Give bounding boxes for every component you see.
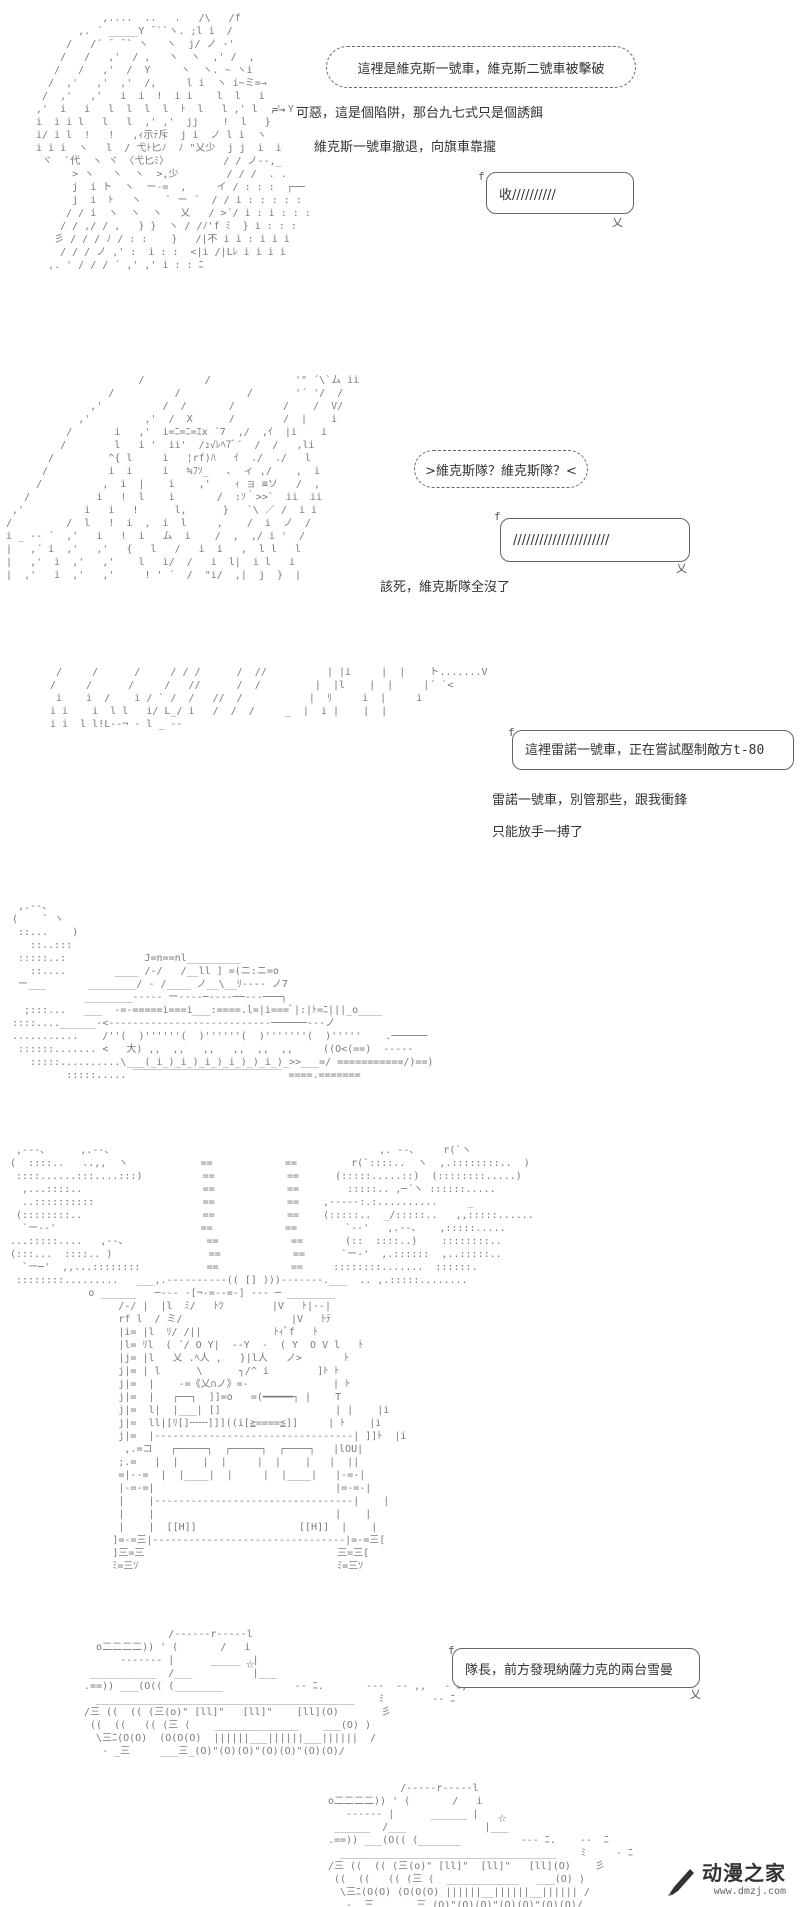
speech-burst: 這裡是維克斯一號車，維克斯二號車被擊破 (326, 46, 636, 88)
speech-tail: 乂 (676, 562, 687, 575)
bubble-text: 收////////// (499, 187, 556, 203)
watermark-url: www.dmzj.com (713, 1886, 786, 1897)
dialogue-line: 可惡，這是個陷阱，那台九七式只是個誘餌 (296, 106, 544, 121)
ascii-art-sherman-tank-second: /‐‐‐‐‐r‐‐‐‐‐l o二二二二)) ' ( / i ‐‐‐‐‐‐ | _… (328, 1783, 634, 1907)
star-emblem: ☆ (498, 1810, 507, 1826)
panel-3: / / / / / / / // | |i | | ト.......V / / … (0, 650, 800, 890)
speech-tail: 乂 (612, 216, 623, 229)
brush-logo-icon (668, 1869, 694, 1896)
speech-bubble: ////////////////////// (500, 518, 690, 562)
panel-6: /‐‐‐‐‐‐r‐‐‐‐‐l o二二二二)) ' ( / i ‐‐‐‐‐‐‐ |… (0, 1600, 800, 1907)
ascii-art-sherman-tanks: /‐‐‐‐‐‐r‐‐‐‐‐l o二二二二)) ' ( / i ‐‐‐‐‐‐‐ |… (84, 1629, 467, 1757)
star-emblem: ☆ (246, 1656, 255, 1672)
speech-tail: f (494, 510, 501, 523)
ascii-art-tank-front: ,-‐‐、 ,.-‐、 ,. -‐、 r(`ヽ ( ::::.. ..,, ヽ … (10, 1145, 534, 1572)
speech-tail: f (508, 726, 515, 739)
speech-burst: >維克斯隊？維克斯隊？< (414, 450, 588, 488)
dialogue-line: 該死，維克斯隊全沒了 (380, 580, 511, 595)
dialogue-line: 維克斯一號車撤退，向旗車靠攏 (314, 140, 497, 155)
speech-tail: f (478, 170, 485, 183)
speech-bubble: 隊長，前方發現納薩力克的兩台雪曼 (452, 1648, 700, 1688)
panel-4: ,.-‐、 ( ` ヽ ::... ) ::..::: :::::..: J=n… (0, 890, 800, 1130)
speech-tail: f (448, 1644, 455, 1657)
bubble-text: 隊長，前方發現納薩力克的兩台雪曼 (465, 1662, 674, 1678)
dialogue-line: 只能放手一搏了 (492, 825, 584, 840)
panel-5: ,-‐‐、 ,.-‐、 ,. -‐、 r(`ヽ ( ::::.. ..,, ヽ … (0, 1130, 800, 1600)
ascii-art-girl-profile: ,.... .. . /\ /f ,. ´ _____Y ̄ ``ヽ. ;l i… (36, 13, 311, 271)
speech-bubble: 這裡雷諾一號車，正在嘗試壓制敵方t-80 (512, 730, 794, 770)
panel-2: / / '" ´\`ム ii / / / '´ '/ / ,' / / / / … (0, 360, 800, 650)
dialogue-line: 雷諾一號車，別管那些，跟我衝鋒 (492, 793, 688, 808)
bubble-text: ////////////////////// (513, 532, 610, 548)
ascii-art-tank: ,.-‐、 ( ` ヽ ::... ) ::..::: :::::..: J=n… (12, 901, 434, 1081)
burst-text: >維克斯隊？維克斯隊？< (425, 463, 577, 479)
speech-tail: =→ (272, 103, 286, 116)
ascii-art-girl-raised-hand: / / '" ´\`ム ii / / / '´ '/ / ,' / / / / … (6, 375, 360, 581)
panel-1: ,.... .. . /\ /f ,. ´ _____Y ̄ ``ヽ. ;l i… (0, 0, 800, 360)
speech-bubble: 收////////// (486, 172, 634, 214)
watermark: 动漫之家 www.dmzj.com (666, 1857, 786, 1897)
bubble-text: 這裡雷諾一號車，正在嘗試壓制敵方t-80 (525, 742, 765, 758)
watermark-name: 动漫之家 (702, 1861, 786, 1885)
ascii-art-girl-face: / / / / / / / // | |i | | ト.......V / / … (44, 666, 794, 839)
burst-text: 這裡是維克斯一號車，維克斯二號車被擊破 (357, 61, 605, 77)
speech-tail: 乂 (690, 1688, 701, 1701)
